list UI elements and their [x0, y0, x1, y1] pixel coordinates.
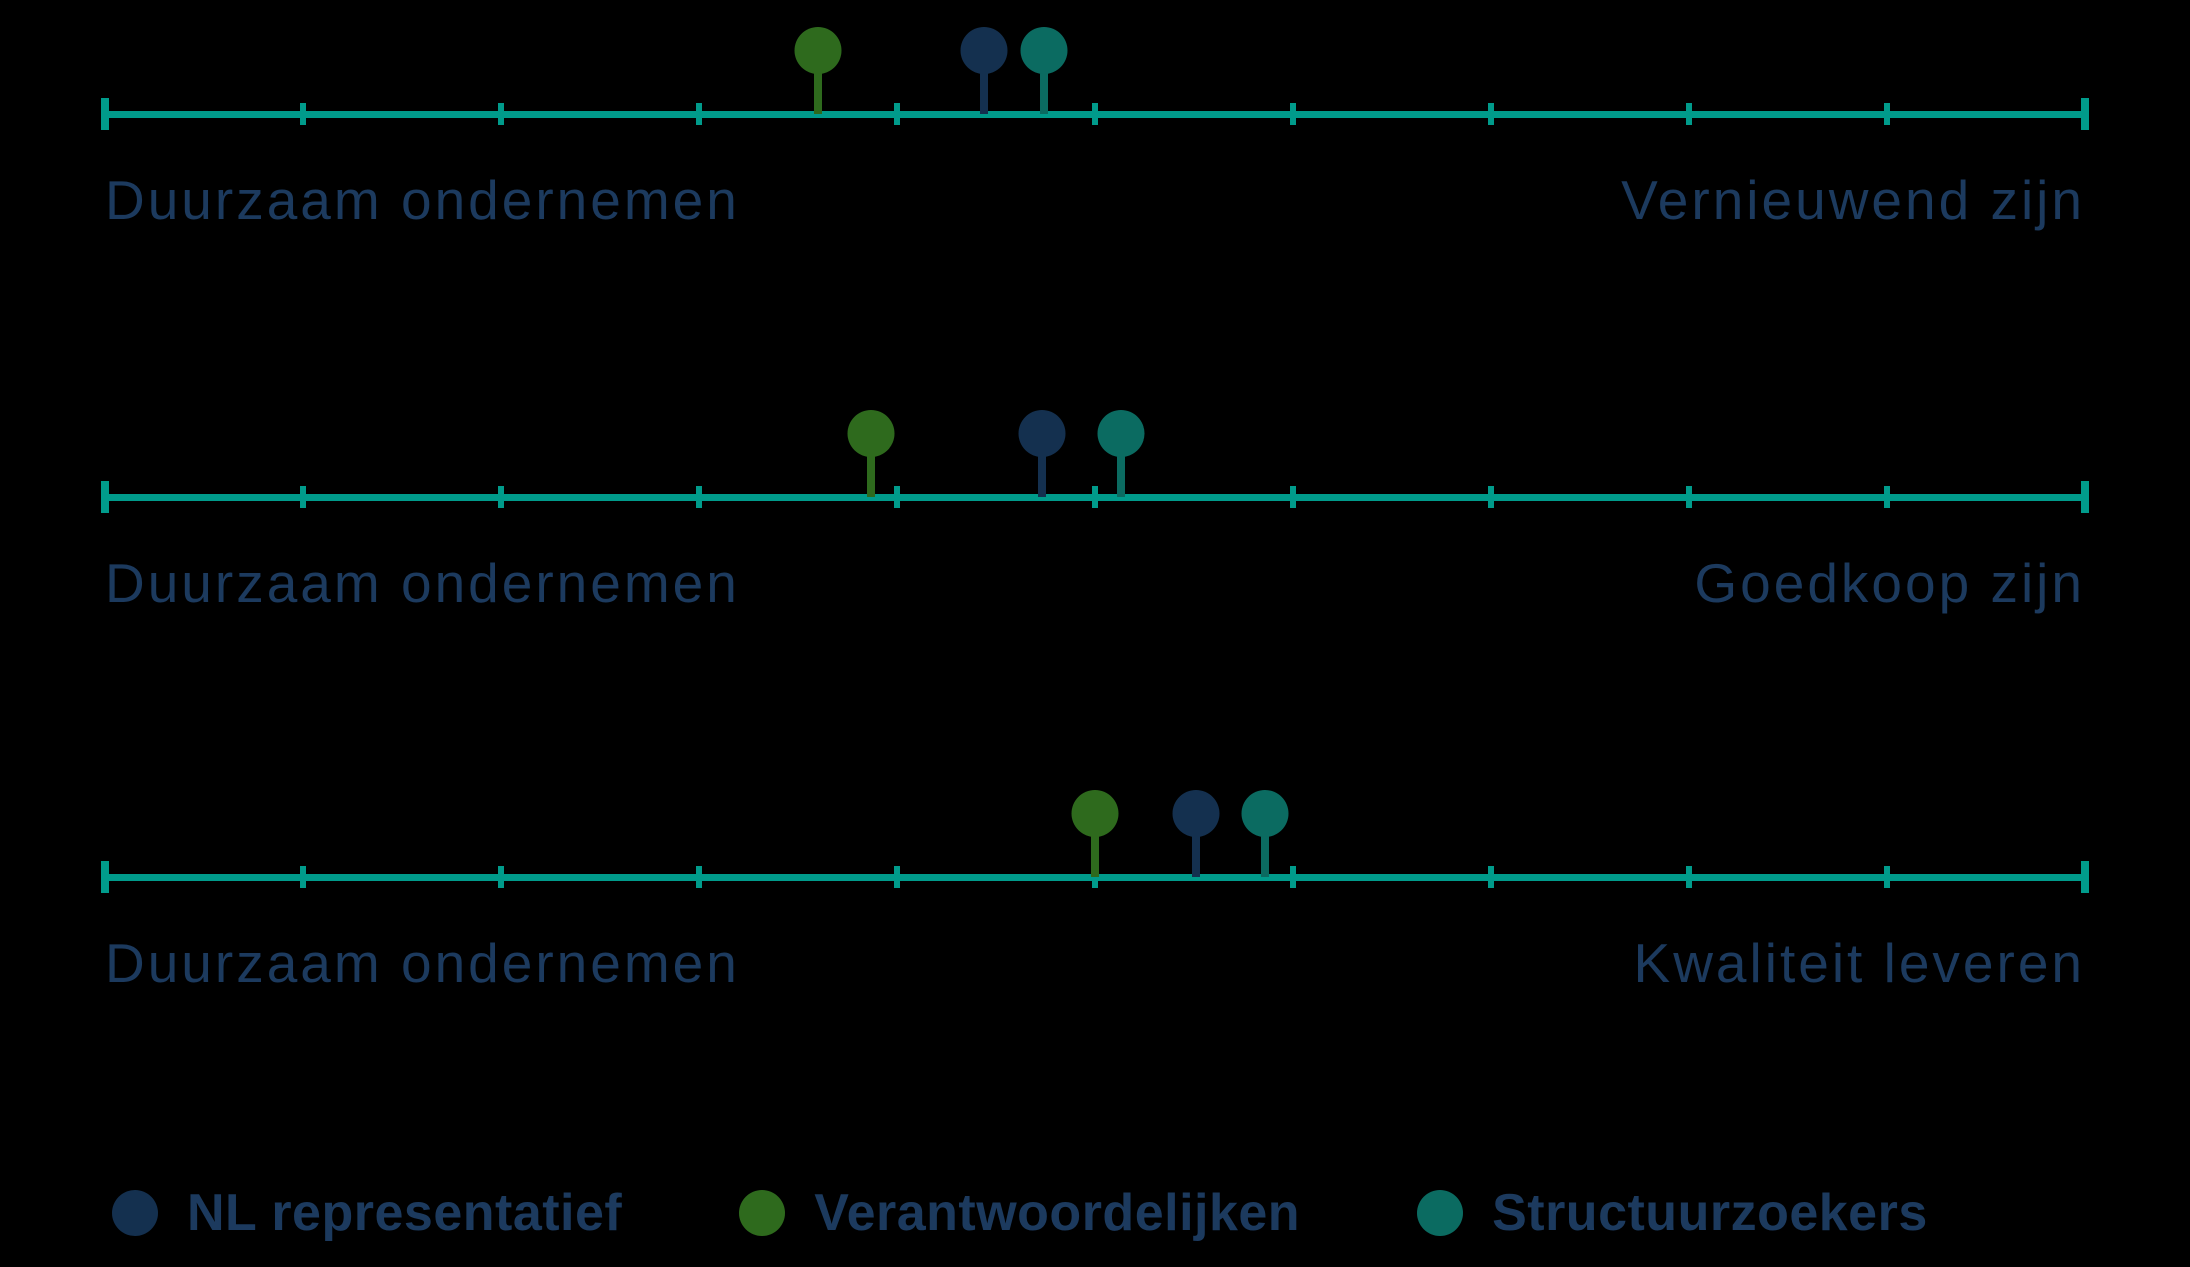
scale-tick	[1092, 103, 1098, 125]
marker-nl-representatief	[1172, 790, 1220, 837]
scale-end-tick	[2081, 98, 2089, 130]
scale-end-tick	[2081, 481, 2089, 513]
scale-tick	[696, 486, 702, 508]
scale-tick	[1290, 866, 1296, 888]
scale-tick	[300, 866, 306, 888]
scale-tick	[1488, 486, 1494, 508]
scale-row-vernieuwend-zijn: Duurzaam ondernemen Vernieuwend zijn	[0, 0, 2190, 383]
legend-dot-green-icon	[739, 1190, 786, 1236]
marker-nl-representatief	[960, 27, 1008, 74]
scale-end-tick	[101, 98, 109, 130]
legend-label-nl-representatief: NL representatief	[187, 1184, 623, 1242]
marker-stem-verantwoordelijken	[813, 50, 822, 114]
scale-tick	[1290, 103, 1296, 125]
marker-stem-nl-representatief	[1037, 433, 1046, 497]
scale-end-tick	[101, 861, 109, 893]
marker-stem-verantwoordelijken	[867, 433, 876, 497]
marker-stem-verantwoordelijken	[1091, 813, 1099, 877]
scale-end-tick	[2081, 861, 2089, 893]
scale-tick	[1092, 866, 1098, 888]
scale-tick	[1488, 103, 1494, 125]
marker-stem-nl-representatief	[1191, 813, 1200, 877]
marker-verantwoordelijken	[1071, 790, 1119, 837]
legend-item-verantwoordelijken: Verantwoordelijken	[739, 1183, 1300, 1243]
scale-tick	[1884, 486, 1890, 508]
axis-label-right: Vernieuwend zijn	[1621, 169, 2085, 231]
legend-label-verantwoordelijken: Verantwoordelijken	[814, 1184, 1301, 1242]
marker-stem-structuurzoekers	[1116, 433, 1125, 497]
scale-tick	[498, 866, 504, 888]
marker-nl-representatief	[1018, 410, 1066, 457]
scale-tick	[1686, 103, 1692, 125]
scale-tick	[894, 866, 900, 888]
axis-label-left: Duurzaam ondernemen	[105, 169, 740, 231]
scale-tick	[1884, 103, 1890, 125]
marker-stem-structuurzoekers	[1039, 50, 1048, 114]
scale-tick	[1686, 486, 1692, 508]
legend-dot-navy-icon	[112, 1190, 158, 1236]
scale-tick	[1884, 866, 1890, 888]
axis-label-right: Goedkoop zijn	[1694, 552, 2085, 614]
scale-tick	[894, 486, 900, 508]
axis-label-right: Kwaliteit leveren	[1633, 932, 2085, 994]
legend-label-structuurzoekers: Structuurzoekers	[1492, 1184, 1928, 1242]
scale-tick	[894, 103, 900, 125]
legend-dot-teal-icon	[1417, 1190, 1464, 1236]
scale-tick	[1092, 486, 1098, 508]
marker-verantwoordelijken	[794, 27, 842, 74]
scale-row-goedkoop-zijn: Duurzaam ondernemen Goedkoop zijn	[0, 383, 2190, 766]
legend-item-structuurzoekers: Structuurzoekers	[1417, 1183, 1928, 1243]
scale-tick	[696, 103, 702, 125]
scale-tick	[696, 866, 702, 888]
axis-label-left: Duurzaam ondernemen	[105, 932, 740, 994]
scale-row-kwaliteit-leveren: Duurzaam ondernemen Kwaliteit leveren	[0, 763, 2190, 1146]
scale-tick	[300, 486, 306, 508]
scale-tick	[1686, 866, 1692, 888]
marker-stem-nl-representatief	[980, 50, 989, 114]
marker-structuurzoekers	[1020, 27, 1068, 74]
scale-tick	[498, 103, 504, 125]
marker-structuurzoekers	[1241, 790, 1289, 837]
scale-end-tick	[101, 481, 109, 513]
scale-tick	[1290, 486, 1296, 508]
axis-label-left: Duurzaam ondernemen	[105, 552, 740, 614]
scale-tick	[498, 486, 504, 508]
legend: NL representatief Verantwoordelijken Str…	[112, 1183, 1928, 1243]
marker-structuurzoekers	[1097, 410, 1145, 457]
marker-verantwoordelijken	[847, 410, 895, 457]
scale-tick	[300, 103, 306, 125]
scale-tick	[1488, 866, 1494, 888]
legend-item-nl-representatief: NL representatief	[112, 1183, 622, 1243]
marker-stem-structuurzoekers	[1261, 813, 1270, 877]
